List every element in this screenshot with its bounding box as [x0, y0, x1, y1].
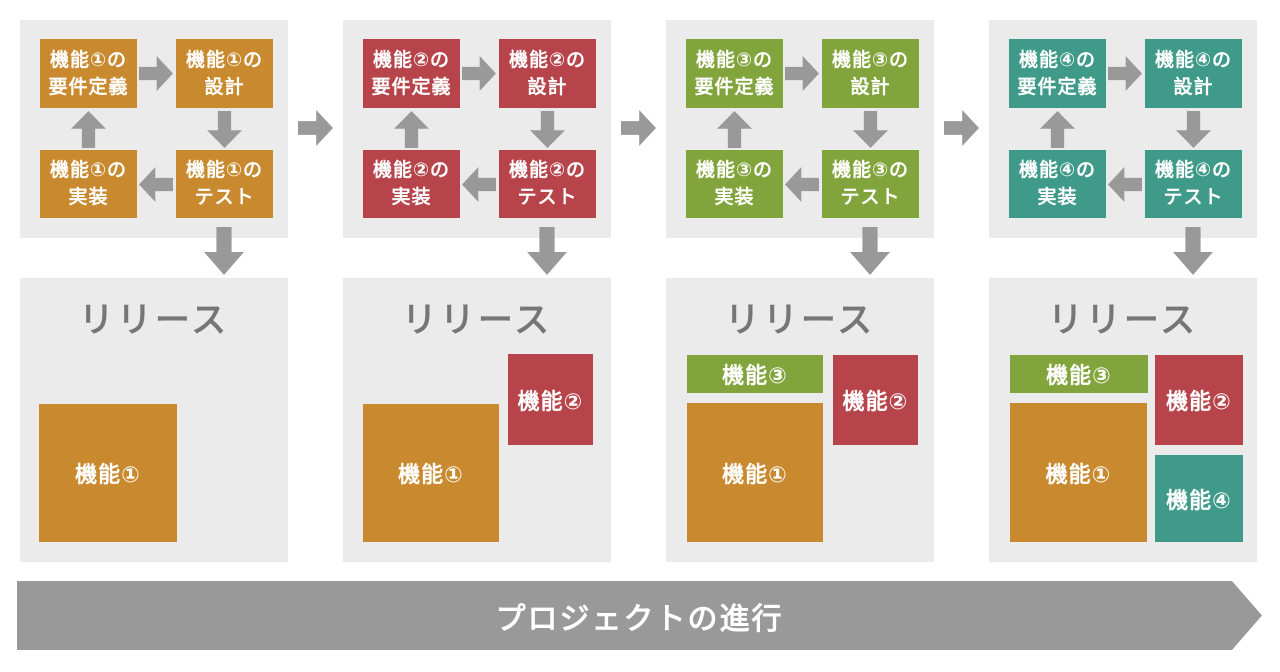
stage-label: 機能④の — [1018, 49, 1097, 71]
arrow-down-icon — [204, 227, 244, 275]
stage-label: 要件定義 — [694, 76, 775, 98]
arrow-down-icon — [530, 111, 565, 148]
stage-implementation: 機能④の 実装 — [1009, 150, 1106, 218]
stage-label: テスト — [840, 187, 901, 208]
stage-requirements: 機能②の 要件定義 — [363, 39, 460, 108]
stage-label: 要件定義 — [371, 76, 452, 98]
stage-implementation: 機能③の 実装 — [686, 150, 783, 218]
stage-label: 実装 — [1037, 187, 1078, 208]
stage-label: 設計 — [527, 76, 568, 98]
stage-implementation: 機能①の 実装 — [40, 150, 137, 218]
stage-requirements: 機能①の 要件定義 — [40, 39, 137, 108]
stage-label: 機能④の — [1154, 49, 1233, 71]
stage-label: 実装 — [68, 187, 109, 208]
cycle-panel-feature-2: 機能②の 要件定義 機能②の 設計 機能②の テスト 機能②の 実装 — [343, 20, 611, 275]
arrow-right-icon — [462, 56, 496, 91]
arrow-right-icon — [944, 110, 979, 146]
stage-label: 機能④の — [1154, 160, 1233, 181]
released-feature-1: 機能① — [363, 404, 499, 542]
release-title: リリース — [724, 301, 876, 340]
stage-label: 機能③の — [831, 49, 910, 71]
stage-label: 機能①の — [185, 49, 264, 71]
stage-label: 機能④の — [1018, 160, 1097, 181]
stage-test: 機能①の テスト — [176, 150, 273, 218]
arrow-down-icon — [1173, 227, 1213, 275]
arrow-down-icon — [207, 111, 242, 148]
cycle-panel-feature-3: 機能③の 要件定義 機能③の 設計 機能③の テスト 機能③の 実装 — [666, 20, 934, 275]
stage-label: テスト — [1163, 187, 1224, 208]
stage-label: 機能①の — [49, 49, 128, 71]
stage-label: テスト — [517, 187, 578, 208]
stage-design: 機能③の 設計 — [822, 39, 919, 108]
stage-label: 機能①の — [185, 160, 264, 181]
stage-label: 要件定義 — [1017, 76, 1098, 98]
arrow-down-icon — [853, 111, 888, 148]
stage-label: 機能②の — [372, 49, 451, 71]
released-feature-1: 機能① — [1010, 403, 1147, 542]
stage-test: 機能②の テスト — [499, 150, 596, 218]
arrow-right-icon — [1108, 56, 1142, 91]
stage-design: 機能②の 設計 — [499, 39, 596, 108]
release-title: リリース — [1047, 301, 1199, 340]
arrow-up-icon — [717, 111, 752, 148]
stage-label: 設計 — [204, 76, 245, 98]
release-panel-1: リリース 機能① — [20, 278, 288, 562]
stage-label: 実装 — [714, 187, 755, 208]
arrow-left-icon — [785, 167, 819, 202]
arrow-left-icon — [1108, 167, 1142, 202]
released-feature-1: 機能① — [39, 404, 177, 542]
release-panel-4: リリース 機能③ 機能① 機能② 機能④ — [989, 278, 1257, 562]
arrow-right-icon — [139, 56, 173, 91]
release-panel-2: リリース 機能① 機能② — [343, 278, 611, 562]
stage-label: 要件定義 — [48, 76, 129, 98]
stage-label: 設計 — [850, 76, 891, 98]
stage-label: 機能①の — [49, 160, 128, 181]
release-title: リリース — [401, 301, 553, 340]
stage-label: 実装 — [391, 187, 432, 208]
progress-banner-arrow: プロジェクトの進行 — [17, 581, 1262, 650]
arrow-up-icon — [394, 111, 429, 148]
progress-banner-label: プロジェクトの進行 — [495, 602, 784, 636]
released-feature-4: 機能④ — [1155, 455, 1243, 542]
cycle-panel-feature-4: 機能④の 要件定義 機能④の 設計 機能④の テスト 機能④の 実装 — [989, 20, 1257, 275]
stage-test: 機能④の テスト — [1145, 150, 1242, 218]
arrow-right-icon — [298, 110, 333, 146]
stage-test: 機能③の テスト — [822, 150, 919, 218]
arrow-left-icon — [462, 167, 496, 202]
released-feature-3: 機能③ — [1010, 355, 1148, 393]
stage-requirements: 機能④の 要件定義 — [1009, 39, 1106, 108]
released-feature-2: 機能② — [833, 355, 918, 445]
arrow-right-icon — [621, 110, 656, 146]
released-feature-1: 機能① — [687, 403, 823, 542]
arrow-left-icon — [139, 167, 173, 202]
stage-implementation: 機能②の 実装 — [363, 150, 460, 218]
arrow-down-icon — [850, 227, 890, 275]
stage-label: テスト — [194, 187, 255, 208]
stage-label: 機能③の — [831, 160, 910, 181]
arrow-up-icon — [1040, 111, 1075, 148]
arrow-down-icon — [1176, 111, 1211, 148]
stage-label: 機能③の — [695, 49, 774, 71]
arrow-up-icon — [71, 111, 106, 148]
released-feature-2: 機能② — [508, 354, 593, 445]
stage-label: 機能②の — [508, 160, 587, 181]
arrow-right-icon — [785, 56, 819, 91]
stage-label: 機能②の — [508, 49, 587, 71]
stage-design: 機能①の 設計 — [176, 39, 273, 108]
stage-label: 機能②の — [372, 160, 451, 181]
released-feature-2: 機能② — [1155, 355, 1243, 445]
release-title: リリース — [78, 301, 230, 340]
stage-label: 設計 — [1173, 76, 1214, 98]
stage-requirements: 機能③の 要件定義 — [686, 39, 783, 108]
stage-label: 機能③の — [695, 160, 774, 181]
stage-design: 機能④の 設計 — [1145, 39, 1242, 108]
cycle-panel-feature-1: 機能①の 要件定義 機能①の 設計 機能①の テスト 機能①の 実装 — [20, 20, 288, 275]
released-feature-3: 機能③ — [687, 355, 823, 393]
arrow-down-icon — [527, 227, 567, 275]
release-panel-3: リリース 機能③ 機能① 機能② — [666, 278, 934, 562]
